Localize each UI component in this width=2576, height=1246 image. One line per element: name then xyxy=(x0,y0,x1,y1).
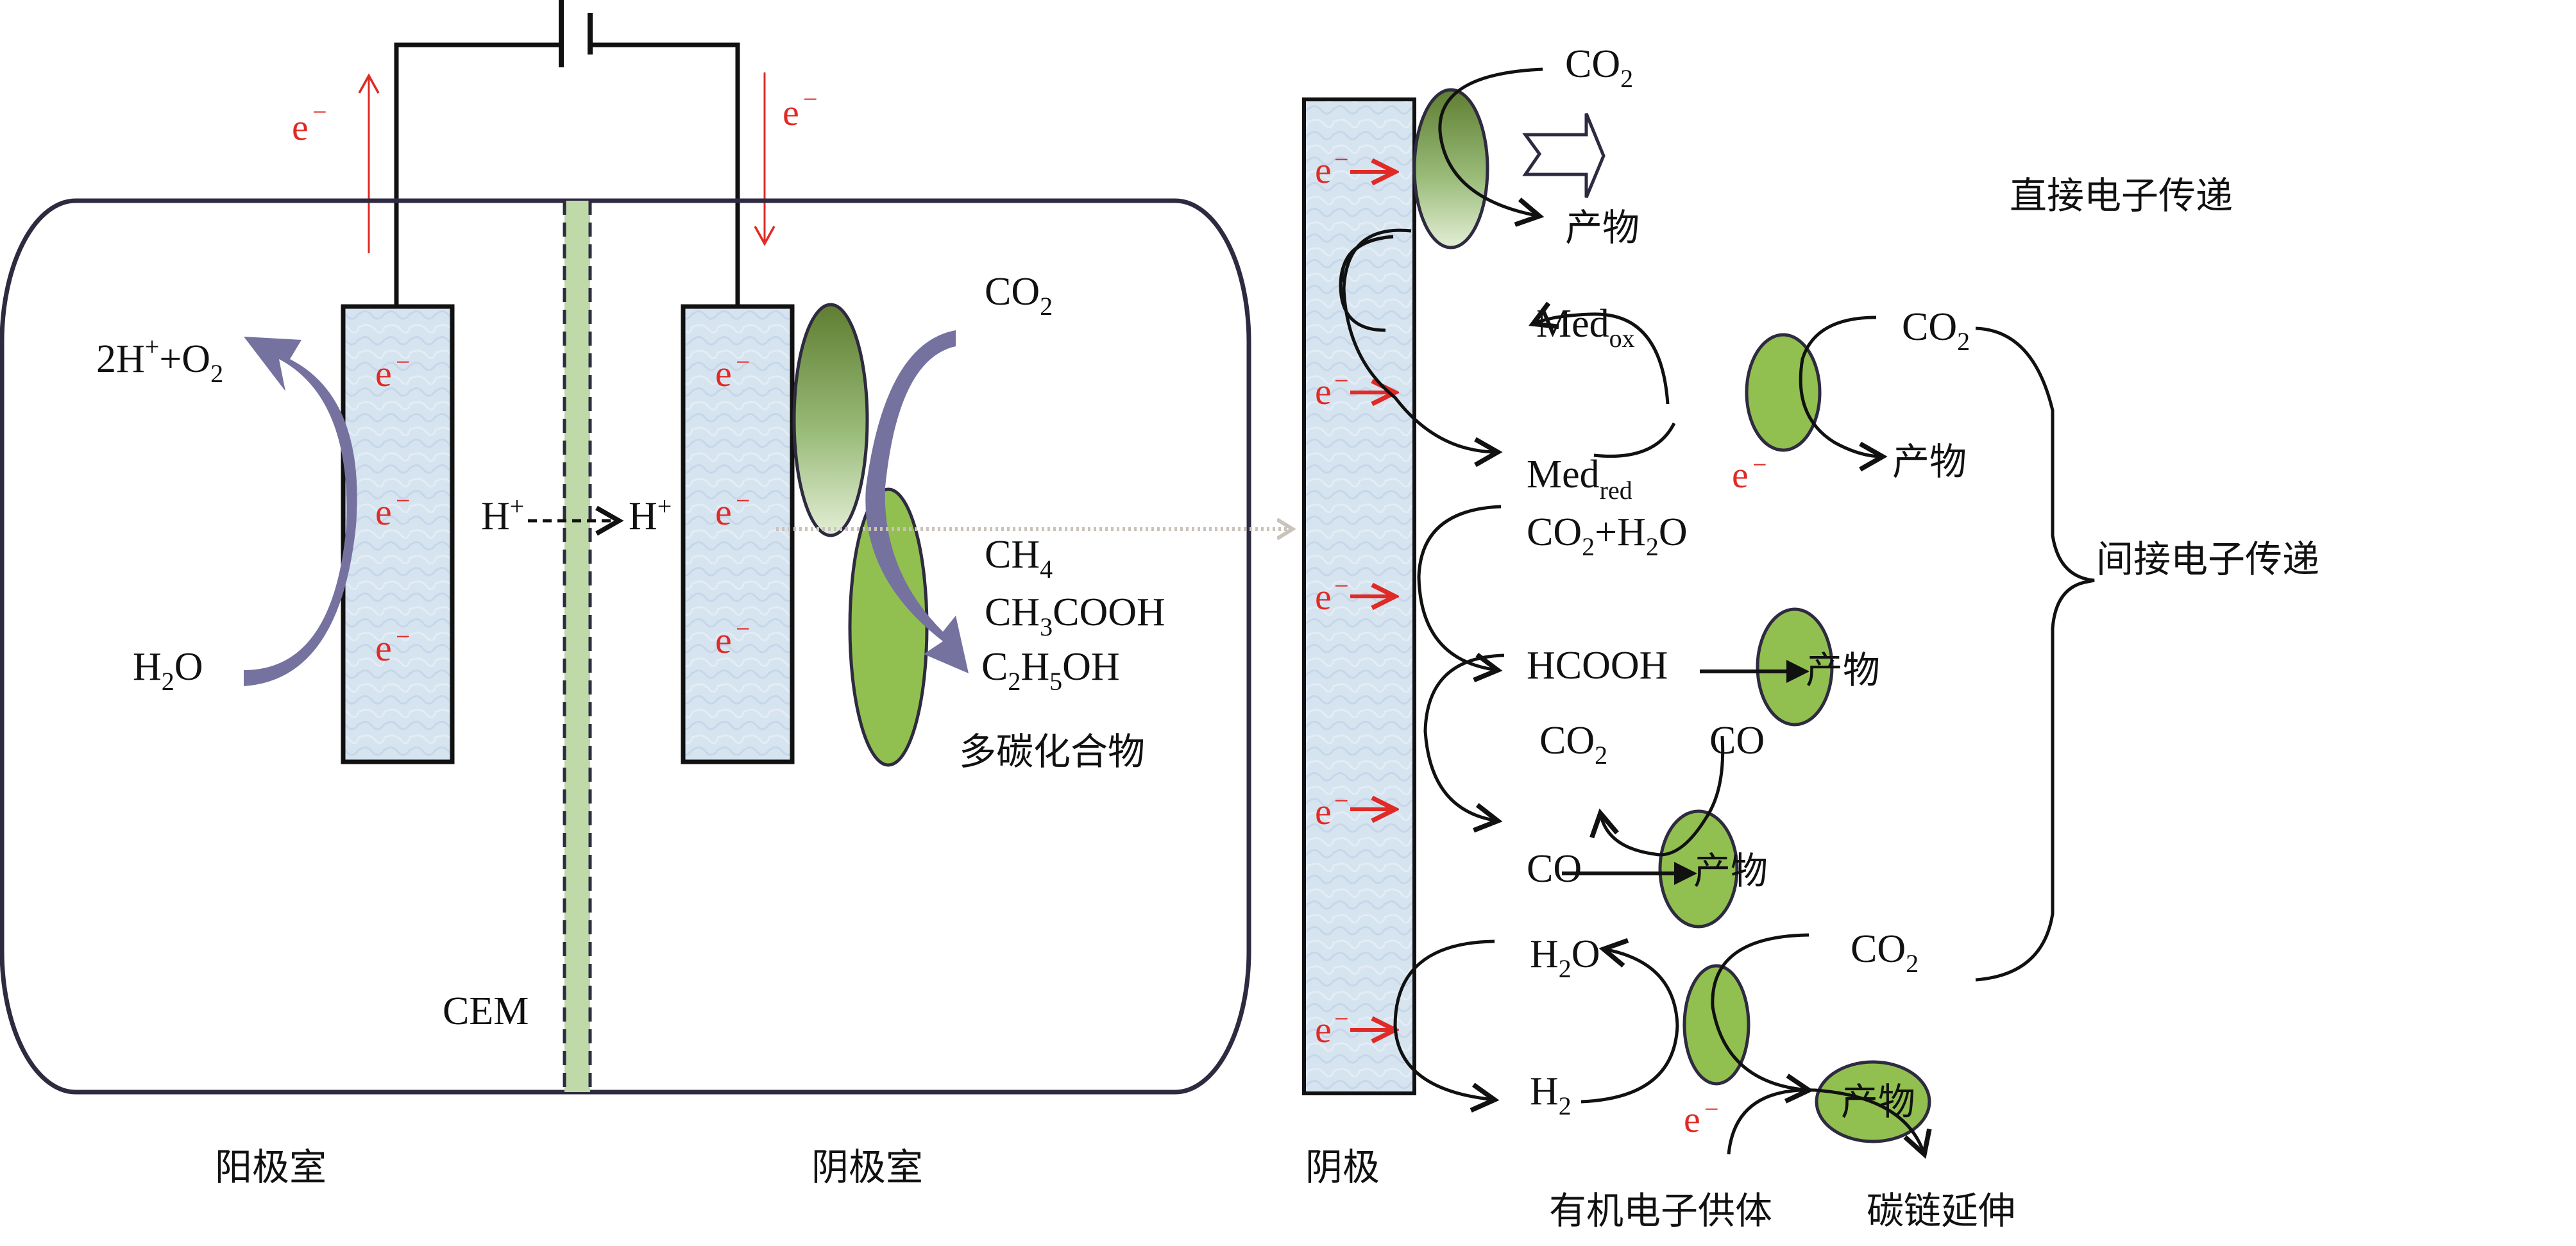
svg-text:e: e xyxy=(1315,791,1332,832)
svg-text:−: − xyxy=(396,348,411,376)
svg-text:CO2: CO2 xyxy=(1902,305,1970,356)
anode-product-label: 2H++O2 xyxy=(96,332,223,388)
svg-text:H+: H+ xyxy=(481,492,524,538)
hydrogen-block: H2O H2 CO2 e− 产物 有机电子供体 碳链延伸 xyxy=(1393,927,2015,1233)
mediator-block: Medox Medred e− CO2 产物 xyxy=(1339,228,1970,505)
electron-flow-cathode: e − xyxy=(754,72,818,246)
svg-text:产物: 产物 xyxy=(1841,1080,1915,1124)
anode-chamber-label: 阳极室 xyxy=(215,1145,326,1189)
svg-text:HCOOH: HCOOH xyxy=(1527,644,1668,687)
products-label: 多碳化合物 xyxy=(959,730,1145,773)
proton-transfer: H+ H+ xyxy=(481,492,672,538)
svg-text:−: − xyxy=(1334,366,1349,395)
svg-text:CO: CO xyxy=(1709,719,1765,762)
microbe xyxy=(1658,809,1739,929)
svg-text:−: − xyxy=(312,97,327,126)
svg-text:产物: 产物 xyxy=(1892,440,1967,484)
svg-text:CO2: CO2 xyxy=(1851,927,1919,978)
svg-text:H+: H+ xyxy=(629,492,672,538)
svg-text:e: e xyxy=(715,353,732,394)
svg-text:CO2: CO2 xyxy=(1565,42,1633,93)
microbe-gradient xyxy=(792,303,869,537)
svg-text:CO2: CO2 xyxy=(1539,719,1607,770)
svg-text:e: e xyxy=(783,92,799,133)
membrane-label: CEM xyxy=(443,989,529,1033)
svg-text:CO2: CO2 xyxy=(985,270,1053,321)
svg-text:−: − xyxy=(736,486,750,515)
svg-text:e: e xyxy=(1315,371,1332,412)
cathode-products: CH4 CH3COOH C2H5OH xyxy=(981,533,1165,696)
svg-text:CH3COOH: CH3COOH xyxy=(985,591,1165,641)
svg-text:产物: 产物 xyxy=(1565,206,1640,249)
svg-text:e: e xyxy=(375,353,392,394)
co2-reduction-arrow xyxy=(865,330,969,673)
svg-text:H2O: H2O xyxy=(133,645,203,696)
cathode-chamber-label: 阴极室 xyxy=(811,1145,923,1189)
indirect-transfer-label: 间接电子传递 xyxy=(2096,537,2319,581)
reactor-vessel xyxy=(0,198,1251,1095)
svg-text:e: e xyxy=(1315,576,1332,618)
svg-text:e: e xyxy=(375,627,392,669)
svg-text:−: − xyxy=(1752,450,1767,479)
svg-text:−: − xyxy=(396,622,411,651)
svg-text:−: − xyxy=(1334,571,1349,600)
svg-text:e: e xyxy=(715,619,732,661)
direct-transfer-label: 直接电子传递 xyxy=(2010,174,2233,217)
svg-text:e: e xyxy=(1315,149,1332,191)
co-route-block: CO2 CO CO 产物 xyxy=(1423,653,1768,929)
svg-text:CO: CO xyxy=(1527,847,1582,891)
svg-text:H2O: H2O xyxy=(1530,932,1600,983)
anode-electrode xyxy=(341,304,455,764)
svg-text:−: − xyxy=(1334,786,1349,815)
donor-label: 有机电子供体 xyxy=(1549,1189,1772,1233)
cathode-label: 阴极 xyxy=(1305,1145,1380,1189)
direct-transfer-block: CO2 产物 直接电子传递 xyxy=(1412,42,2233,249)
svg-text:−: − xyxy=(1334,1004,1349,1033)
svg-text:−: − xyxy=(1334,145,1349,174)
svg-text:Medred: Medred xyxy=(1527,453,1632,505)
water-oxidation-arrow xyxy=(244,337,357,686)
svg-text:2H++O2: 2H++O2 xyxy=(96,332,223,388)
svg-text:e: e xyxy=(375,491,392,533)
svg-text:C2H5OH: C2H5OH xyxy=(981,645,1120,696)
svg-text:−: − xyxy=(396,486,411,515)
cathode-input-label: CO2 xyxy=(985,270,1053,321)
svg-text:e: e xyxy=(1684,1099,1700,1140)
svg-text:CO2+H2O: CO2+H2O xyxy=(1527,510,1688,561)
svg-text:产物: 产物 xyxy=(1806,648,1880,692)
svg-text:e: e xyxy=(1315,1009,1332,1050)
svg-text:−: − xyxy=(803,85,818,114)
anode-electrons: e− e− e− xyxy=(375,348,411,669)
block-arrow-icon xyxy=(1522,113,1606,198)
svg-text:−: − xyxy=(736,614,750,643)
formate-block: CO2+H2O HCOOH 产物 xyxy=(1417,505,1880,727)
svg-text:CH4: CH4 xyxy=(985,533,1053,584)
cation-exchange-membrane xyxy=(563,201,592,1092)
svg-text:e: e xyxy=(1732,454,1749,496)
anode-reactant-label: H2O xyxy=(133,645,203,696)
chain-elongation-label: 碳链延伸 xyxy=(1867,1189,2015,1233)
electron-flow-anode: e − xyxy=(292,73,380,253)
cathode-electrode xyxy=(681,304,795,764)
svg-text:产物: 产物 xyxy=(1693,849,1768,893)
electron-label: e xyxy=(292,106,309,148)
svg-text:Medox: Medox xyxy=(1536,302,1635,353)
cathode-electrons: e− e− e− xyxy=(715,348,750,661)
svg-text:−: − xyxy=(736,348,750,376)
indirect-brace xyxy=(1975,326,2095,982)
microbe xyxy=(1745,333,1822,452)
svg-text:H2: H2 xyxy=(1530,1070,1572,1120)
svg-text:e: e xyxy=(715,491,732,533)
svg-text:−: − xyxy=(1704,1095,1719,1124)
